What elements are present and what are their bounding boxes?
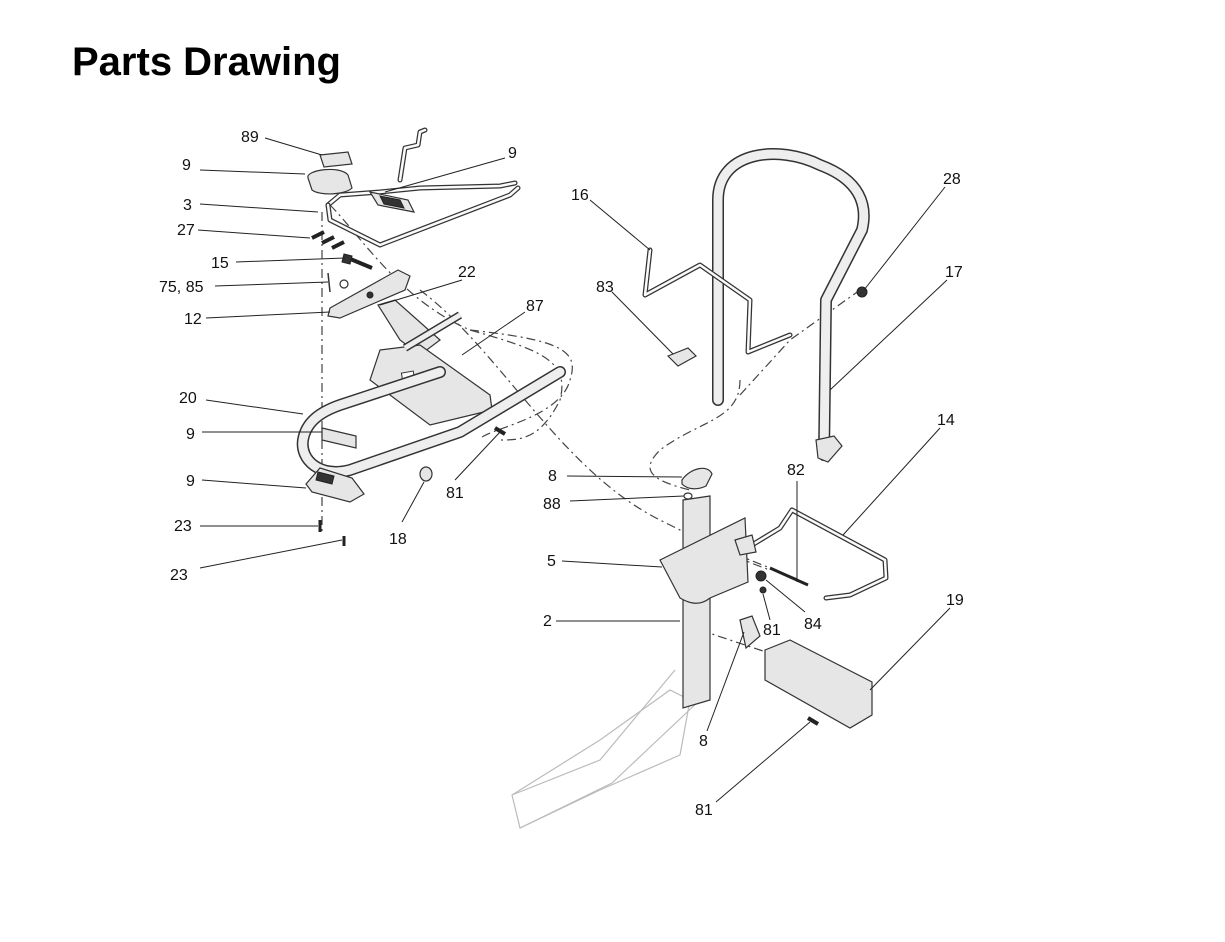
bar-16 (642, 247, 793, 355)
callout-87: 87 (526, 298, 544, 315)
callout-81-frame: 81 (446, 485, 464, 502)
callout-28: 28 (943, 171, 961, 188)
callout-8-cap: 8 (548, 468, 557, 485)
callout-3: 3 (183, 197, 192, 214)
clip-8-lower (739, 615, 761, 650)
callout-88: 88 (543, 496, 561, 513)
callout-89: 89 (241, 129, 259, 146)
callout-84: 84 (804, 616, 822, 633)
screw-81-plate (759, 586, 767, 594)
handle-14 (734, 507, 889, 601)
grip-cap-9-top (307, 168, 353, 195)
callout-8-clip: 8 (699, 733, 708, 750)
pad-89 (319, 151, 353, 168)
plate-5 (659, 517, 749, 604)
screw-81-frame (493, 426, 507, 436)
callout-labels: 89 9 3 27 15 75, 85 12 20 9 9 23 23 9 22… (159, 129, 964, 819)
frame-tube-20 (296, 366, 566, 478)
bolt-82 (769, 566, 809, 587)
ghost-frame-outline (511, 669, 701, 829)
callout-81-cover: 81 (695, 802, 713, 819)
callout-9-grip: 9 (186, 473, 195, 490)
grip-9-lower (305, 467, 365, 503)
callout-9-right: 9 (508, 145, 517, 162)
callout-9-cap: 9 (182, 157, 191, 174)
bracket-12 (327, 269, 411, 319)
callout-75-85: 75, 85 (159, 279, 204, 296)
latch-rod-3 (325, 127, 521, 248)
leader-lines (197, 137, 951, 803)
callout-27: 27 (177, 222, 195, 239)
handle-17 (712, 148, 870, 463)
knob-83 (666, 347, 697, 367)
callout-23-b: 23 (170, 567, 188, 584)
washer-18 (419, 466, 433, 482)
cover-19 (764, 639, 873, 729)
screws-23 (318, 520, 346, 546)
screw-81-cover (806, 716, 820, 726)
callout-5: 5 (547, 553, 556, 570)
page-title: Parts Drawing (72, 40, 341, 84)
grip-9-right (368, 191, 416, 213)
callout-22: 22 (458, 264, 476, 281)
callout-19: 19 (946, 592, 964, 609)
callout-82: 82 (787, 462, 805, 479)
pins-27 (311, 230, 345, 250)
ring-88 (683, 492, 693, 500)
callout-9-strip: 9 (186, 426, 195, 443)
callout-12: 12 (184, 311, 202, 328)
callout-14: 14 (937, 412, 955, 429)
callout-18: 18 (389, 531, 407, 548)
callout-20: 20 (179, 390, 197, 407)
callout-16: 16 (571, 187, 589, 204)
cap-8-top (681, 467, 713, 490)
callout-83: 83 (596, 279, 614, 296)
cotter-washer-75-85 (327, 272, 349, 293)
callout-17: 17 (945, 264, 963, 281)
bolt-15 (341, 253, 373, 270)
callout-2: 2 (543, 613, 552, 630)
callout-15: 15 (211, 255, 229, 272)
strip-9 (321, 427, 357, 449)
callout-81-plate: 81 (763, 622, 781, 639)
callout-23-a: 23 (174, 518, 192, 535)
nut-84 (755, 570, 767, 582)
